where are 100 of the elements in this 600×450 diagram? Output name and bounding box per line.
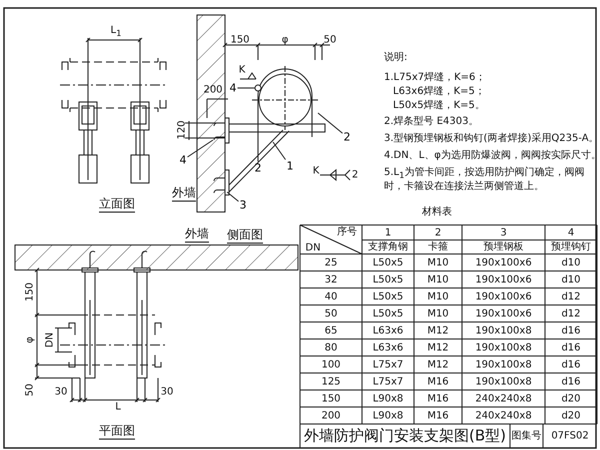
leader-line: [318, 112, 343, 134]
leader-line: [237, 84, 262, 92]
table-text: L63x6: [372, 324, 404, 336]
table-text: d20: [561, 392, 581, 404]
dimension-label: 150: [230, 34, 250, 46]
table-text: M10: [427, 256, 449, 268]
table-text: 190x100x6: [475, 308, 532, 320]
table-text: 125: [321, 376, 341, 388]
table-text: d16: [561, 324, 581, 336]
view-title: 立面图: [99, 198, 135, 212]
dimension-label: φ: [282, 34, 288, 46]
table-text: M16: [427, 376, 449, 388]
dimension-label: K: [238, 64, 246, 76]
table-text: DN: [305, 242, 321, 254]
table-text: 4: [568, 226, 574, 238]
table-text: 2: [434, 226, 442, 238]
table-text: 240x240x8: [475, 410, 532, 422]
note-text: 1.L75x7焊缝，K=6；: [384, 72, 486, 84]
table-text: M12: [427, 324, 449, 336]
view-title: 外墙: [172, 186, 196, 202]
dimension-label: DN: [44, 332, 56, 348]
table-text: 190x100x8: [475, 324, 532, 336]
table-text: M10: [427, 308, 449, 320]
table-text: 3: [500, 226, 507, 238]
table-text: L90x8: [372, 392, 404, 404]
dimension-label: 30: [160, 386, 174, 398]
view-title: 平面图: [99, 424, 135, 440]
table-text: M16: [427, 392, 449, 404]
dimension-label: L$_{1}$: [110, 25, 122, 39]
table-text: 190x100x8: [475, 358, 532, 370]
table-text: 预埋钢板: [484, 241, 524, 253]
leader-line: [187, 140, 214, 158]
table-text: L50x5: [372, 274, 404, 286]
table-text: L90x8: [372, 410, 404, 422]
dimension-label: 150: [24, 282, 36, 302]
note-text: 2.焊条型号 E4303。: [384, 116, 478, 128]
dimension-label: 200: [203, 84, 223, 96]
note-text: 说明:: [384, 52, 408, 64]
table-text: 32: [324, 274, 338, 286]
table-text: 1: [384, 226, 392, 238]
table-text: 25: [324, 256, 338, 268]
note-text: 4.DN、L、φ为选用防爆波阀，阀阀按实际尺寸。: [384, 150, 600, 162]
table-text: L50x5: [372, 308, 404, 320]
table-text: 预埋钩钉: [551, 241, 591, 253]
view-title: 外墙: [185, 228, 209, 242]
table-text: d10: [561, 256, 581, 268]
table-text: d10: [561, 274, 581, 286]
table-text: 图集号: [512, 430, 542, 442]
table-text: L75x7: [372, 376, 404, 388]
table-text: 190x100x6: [475, 256, 532, 268]
table-text: M10: [427, 274, 449, 286]
table-text: 190x100x6: [475, 290, 532, 302]
dimension-label: 50: [24, 384, 36, 396]
table-text: 100: [321, 358, 341, 370]
note-text: L50x5焊缝，K=5。: [393, 100, 485, 112]
table-text: d16: [561, 376, 581, 388]
table-text: 40: [324, 290, 338, 302]
table-text: d16: [561, 342, 581, 354]
dimension-label: 30: [54, 386, 68, 398]
table-text: 07FS02: [551, 430, 589, 442]
table-text: L50x5: [372, 256, 404, 268]
table-text: M10: [427, 290, 449, 302]
table-text: L50x5: [372, 290, 404, 302]
callout-number: 3: [238, 198, 248, 212]
leader-line: [272, 142, 286, 160]
table-title: 材料表: [422, 206, 452, 218]
dimension-label: K: [312, 165, 320, 177]
table-text: d12: [561, 290, 581, 302]
table-text: 190x100x8: [475, 342, 532, 354]
table-text: 190x100x6: [475, 274, 532, 286]
table-text: 序号: [337, 226, 357, 238]
leader-line: [226, 192, 239, 202]
table-text: 65: [324, 324, 338, 336]
table-text: 150: [321, 392, 341, 404]
table-text: 200: [321, 410, 341, 422]
table-text: 80: [324, 342, 338, 354]
callout-number: 4: [228, 82, 238, 94]
view-title: 侧面图: [227, 228, 263, 244]
callout-number: 4: [178, 154, 188, 166]
callout-number: 1: [286, 160, 294, 172]
callout-number: 2: [254, 162, 262, 174]
table-text: L75x7: [372, 358, 404, 370]
dimension-label: 120: [176, 120, 188, 140]
table-text: 240x240x8: [475, 392, 532, 404]
note-text: 5.L$_{1}$为管卡间距，按选用防护阀门确定，阀阀时，卡箍设在连接法兰两侧管道上。: [384, 167, 586, 192]
table-text: d20: [561, 410, 581, 422]
callout-number: 2: [342, 130, 352, 144]
table-text: d12: [561, 308, 581, 320]
table-text: M16: [427, 410, 449, 422]
drawing-title: 外墙防护阀门安装支架图(B型): [304, 427, 506, 445]
table-text: 卡箍: [428, 241, 448, 253]
table-text: M12: [427, 342, 449, 354]
note-text: L63x6焊缝，K=5；: [393, 86, 485, 98]
dimension-label: 50: [324, 34, 336, 46]
table-text: M12: [427, 358, 449, 370]
dimension-label: 2: [352, 169, 358, 181]
dimension-label: φ: [24, 336, 36, 344]
table-text: d16: [561, 358, 581, 370]
note-text: 3.型钢预埋钢板和钩钉(两者焊接)采用Q235-A。: [384, 133, 599, 144]
dimension-label: L: [115, 401, 121, 413]
